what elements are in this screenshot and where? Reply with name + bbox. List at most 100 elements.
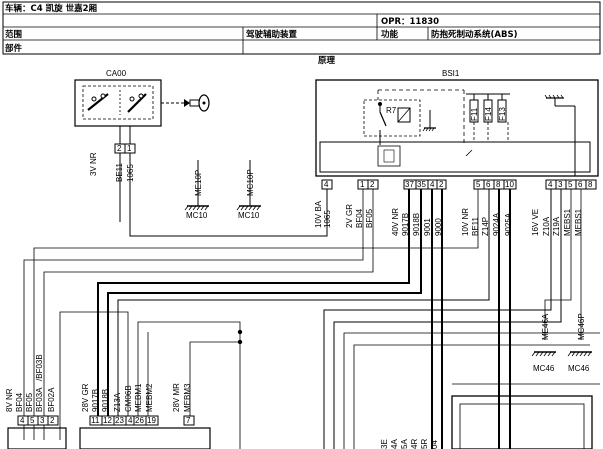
ground-me10p-node: MC10 [186, 211, 208, 220]
bm-pin-26: 26 [135, 416, 144, 425]
bm-module-box [79, 427, 211, 449]
bottom-mid-connector: 28V GR 9017B 9018B Z13A CM06B MEBM1 MEBM… [79, 383, 211, 449]
junction-dot [237, 339, 243, 345]
bm-wire-mebm3: MEBM3 [183, 383, 192, 412]
bm-wire-z13a: Z13A [113, 392, 122, 412]
range-label: 范围 [5, 29, 22, 40]
bsi-pin-3c: 3 [558, 180, 563, 189]
key-arrow-icon [184, 99, 190, 107]
bm-wire-28v-gr: 28V GR [81, 383, 90, 412]
bm-wire-28v-mr: 28V MR [172, 383, 181, 412]
wire-cm06b [59, 311, 129, 440]
ground-me10p: ME10P MC10 [184, 170, 209, 220]
ca00-wire-color: 3V NR [89, 152, 98, 176]
fuse-f13-label: F13 [498, 107, 507, 121]
bsi-wire-9025a: 9025A [504, 212, 513, 236]
bsi-wire-z19a: Z19A [552, 216, 561, 236]
ca00-terminal-2 [100, 93, 106, 99]
bsi1-box [315, 79, 599, 177]
bsi-wire-2v-gr: 2V GR [345, 204, 354, 228]
ground-symbol-icon [236, 205, 261, 211]
ca00-terminal-1 [91, 96, 97, 102]
principle-title: 原理 [318, 55, 336, 66]
ca00-pin-2: 2 [117, 144, 122, 153]
bl-wire-bf03b: /BF03B [35, 354, 44, 381]
junction-dot [237, 329, 243, 335]
ground-mc10p-node: MC10 [238, 211, 260, 220]
bsi-wire-9017b: 9017B [401, 213, 410, 236]
br-label-1: 3E [380, 439, 389, 449]
ca00-terminal-3 [129, 96, 135, 102]
bsi1-slash [465, 149, 473, 157]
fuse-f14-label: F14 [484, 107, 493, 121]
relay-r7-box [363, 99, 421, 137]
bsi-pin-2: 2 [370, 180, 375, 189]
wire-9018b [107, 189, 422, 420]
system-label: 驾驶辅助装置 [246, 29, 298, 40]
relay-r7-label: R7 [386, 106, 397, 115]
ground-symbol-icon [567, 351, 592, 357]
bsi-wire-mebs1-b: MEBS1 [574, 208, 583, 236]
bm-pin-4: 4 [128, 416, 133, 425]
bsi1-chip-core [383, 149, 395, 163]
bl-module-box [7, 427, 67, 449]
wire-mebm1 [137, 321, 241, 449]
ca00-name: CA00 [106, 69, 127, 78]
bsi-wire-bf05: BF05 [365, 208, 374, 228]
bsi1-inner-module [319, 141, 591, 173]
wire-bf04 [23, 189, 364, 440]
ca00-pin-1: 1 [127, 144, 132, 153]
bsi-pin-4c: 4 [548, 180, 553, 189]
ground-symbol-icon [184, 205, 209, 211]
br-label-4: 4R [410, 439, 419, 449]
ca00-inner-dashed [82, 85, 154, 120]
vehicle-label: 车辆：C4 凯旋 世嘉2厢 [5, 3, 97, 14]
ground-mc10p: MC10P MC10 [236, 169, 261, 220]
bsi-wire-16v-ve: 16V VE [531, 209, 540, 236]
ground-mc46p: MC46P MC46 [567, 313, 592, 373]
header-border [2, 1, 601, 55]
relay-coil-diag [397, 107, 411, 123]
bm-wire-mebm1: MEBM1 [134, 383, 143, 412]
bsi-pin-6c: 6 [578, 180, 583, 189]
br-module-inner [459, 403, 585, 449]
bsi-pin-35: 35 [417, 180, 426, 189]
ground-me46a: ME46A MC46 [531, 313, 556, 373]
opr-label: OPR：11830 [381, 17, 439, 27]
bm-pin-12: 12 [103, 416, 112, 425]
bsi-wire-bf04: BF04 [355, 208, 364, 228]
bsi-pin-8c: 8 [588, 180, 593, 189]
bsi-pin-row: 4 1 2 37 35 4 2 5 6 8 10 [321, 179, 597, 190]
ground-symbol-icon [531, 351, 556, 357]
bsi-wire-40v-nr: 40V NR [391, 208, 400, 236]
bsi-wire-9001: 9001 [423, 218, 432, 236]
wire-1065 [129, 153, 328, 237]
ca00-ignition-switch: CA00 2 1 3V NR BE11 1065 [74, 69, 210, 182]
bottom-right-partial: 3E 4A 5A 4R 5R 04 [380, 383, 600, 449]
wire-z10a [323, 189, 552, 449]
br-label-2: 4A [390, 439, 399, 449]
wire-9017b [97, 189, 410, 420]
bsi-pin-4: 4 [324, 180, 329, 189]
bm-pin-23: 23 [115, 416, 124, 425]
bsi-pin-5: 5 [476, 180, 481, 189]
br-label-6: 04 [430, 440, 439, 449]
ground-me46a-node: MC46 [533, 364, 555, 373]
bm-pin-11: 11 [91, 416, 100, 425]
bl-pin-2: 2 [50, 416, 55, 425]
wire-z19a [333, 189, 562, 449]
bsi-wire-9018b: 9018B [412, 213, 421, 236]
bl-pin-5: 5 [30, 416, 35, 425]
bsi-wire-mebs1-a: MEBS1 [563, 208, 572, 236]
wire-harness [23, 153, 600, 449]
bl-wire-8v-nr: 8V NR [5, 388, 14, 412]
wire-z14p [117, 189, 490, 420]
fuse-f11-label: F11 [470, 107, 479, 121]
bsi-wire-9024a: 9024A [492, 212, 501, 236]
wire-mebs1-a [544, 189, 572, 340]
br-module-box [451, 395, 593, 449]
bsi-wire-z10a: Z10A [542, 216, 551, 236]
bottom-left-connector: 8V NR BF04 BF05 BF03A /BF03B BF02A 4 5 3… [5, 354, 67, 449]
br-label-5: 5R [420, 439, 429, 449]
